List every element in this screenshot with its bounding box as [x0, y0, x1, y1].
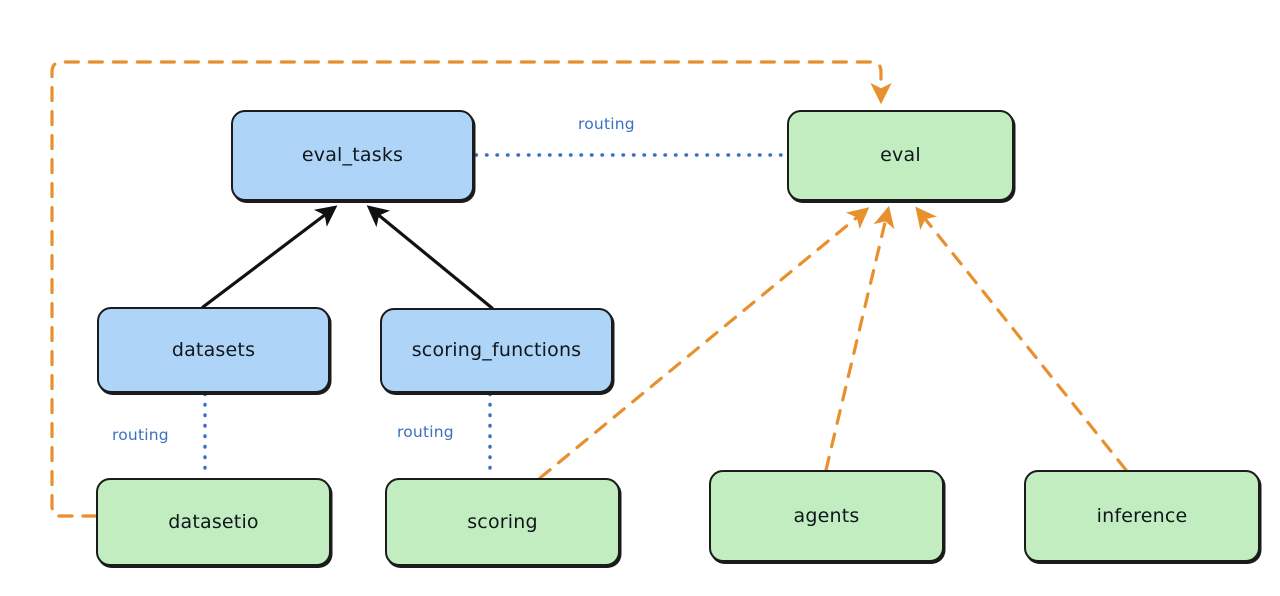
node-inference[interactable]: inference [1024, 470, 1260, 562]
node-datasets[interactable]: datasets [97, 307, 330, 393]
edge-datasetio-to-eval [50, 60, 892, 518]
node-label: inference [1096, 504, 1188, 527]
node-eval[interactable]: eval [787, 110, 1014, 201]
edge-datasets-to-eval_tasks [201, 205, 338, 309]
edge-inference-to-eval [915, 206, 1128, 472]
node-label: scoring [467, 510, 538, 533]
node-datasetio[interactable]: datasetio [96, 478, 331, 566]
node-agents[interactable]: agents [709, 470, 944, 562]
edge-scoring_functions-to-eval_tasks [366, 205, 494, 310]
node-scoring[interactable]: scoring [385, 478, 620, 566]
edge-agents-to-eval [824, 205, 895, 472]
node-scoring-functions[interactable]: scoring_functions [380, 308, 613, 393]
edge-label-routing-datasets: routing [112, 426, 169, 444]
node-label: agents [793, 504, 860, 527]
node-label: scoring_functions [411, 339, 582, 362]
node-label: eval [880, 144, 921, 167]
edge-label-routing-scoring-functions: routing [397, 423, 454, 441]
node-eval-tasks[interactable]: eval_tasks [231, 110, 474, 201]
edge-label-routing-eval-tasks: routing [578, 115, 635, 133]
node-label: datasetio [168, 510, 259, 533]
node-label: eval_tasks [301, 144, 404, 167]
node-label: datasets [171, 338, 256, 361]
